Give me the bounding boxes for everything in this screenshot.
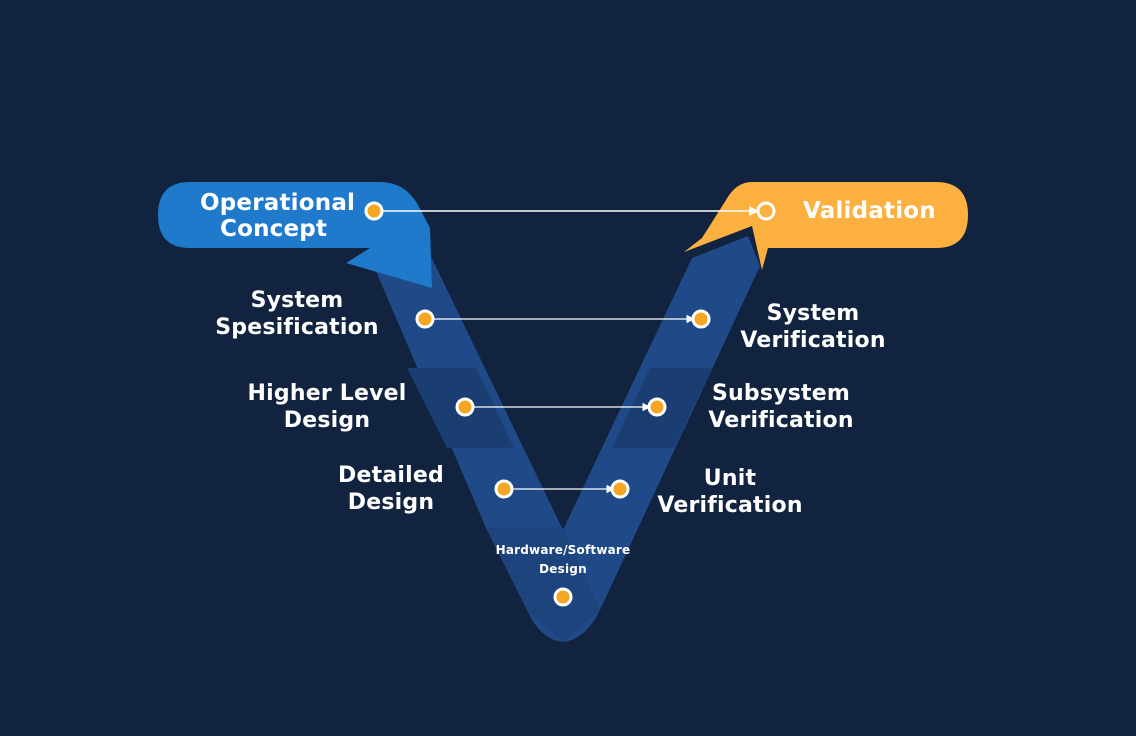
label-system-verification: System Verification	[728, 300, 898, 354]
node-validation	[756, 201, 776, 221]
label-line: Verification	[708, 408, 854, 433]
label-line: Detailed	[338, 463, 444, 488]
validation-shape	[684, 182, 968, 270]
label-line: Spesification	[215, 315, 379, 340]
label-line: Subsystem	[712, 381, 850, 406]
label-validation: Validation	[803, 198, 936, 225]
label-system-specification: System Spesification	[212, 287, 382, 341]
label-hardware-software-design: Hardware/Software Design	[483, 541, 643, 579]
node-subsystem-verification	[647, 397, 667, 417]
node-operational-concept	[364, 201, 384, 221]
node-higher-level-design	[455, 397, 475, 417]
label-line: Higher Level	[247, 381, 407, 406]
operational-concept-shape	[158, 182, 432, 288]
label-line: Validation	[803, 198, 936, 224]
label-line: Concept	[220, 216, 328, 242]
node-system-specification	[415, 309, 435, 329]
label-line: Verification	[740, 328, 886, 353]
label-line: Design	[283, 408, 371, 433]
label-line: Design	[539, 562, 587, 576]
label-line: Verification	[657, 493, 803, 518]
v-band-4	[486, 528, 600, 642]
label-line: Unit	[703, 466, 757, 491]
label-line: System	[766, 301, 860, 326]
label-unit-verification: Unit Verification	[650, 465, 810, 519]
label-line: Hardware/Software	[495, 543, 631, 557]
node-unit-verification	[610, 479, 630, 499]
nodes	[364, 201, 776, 607]
label-higher-level-design: Higher Level Design	[242, 380, 412, 434]
node-system-verification	[691, 309, 711, 329]
node-detailed-design	[494, 479, 514, 499]
label-line: System	[250, 288, 344, 313]
label-operational-concept: Operational Concept	[200, 190, 355, 242]
label-line: Design	[347, 490, 435, 515]
label-subsystem-verification: Subsystem Verification	[696, 380, 866, 434]
label-line: Operational	[200, 190, 356, 216]
v-shape	[372, 236, 760, 642]
node-hardware-software-design	[553, 587, 573, 607]
label-detailed-design: Detailed Design	[316, 462, 466, 516]
connectors	[374, 206, 759, 494]
